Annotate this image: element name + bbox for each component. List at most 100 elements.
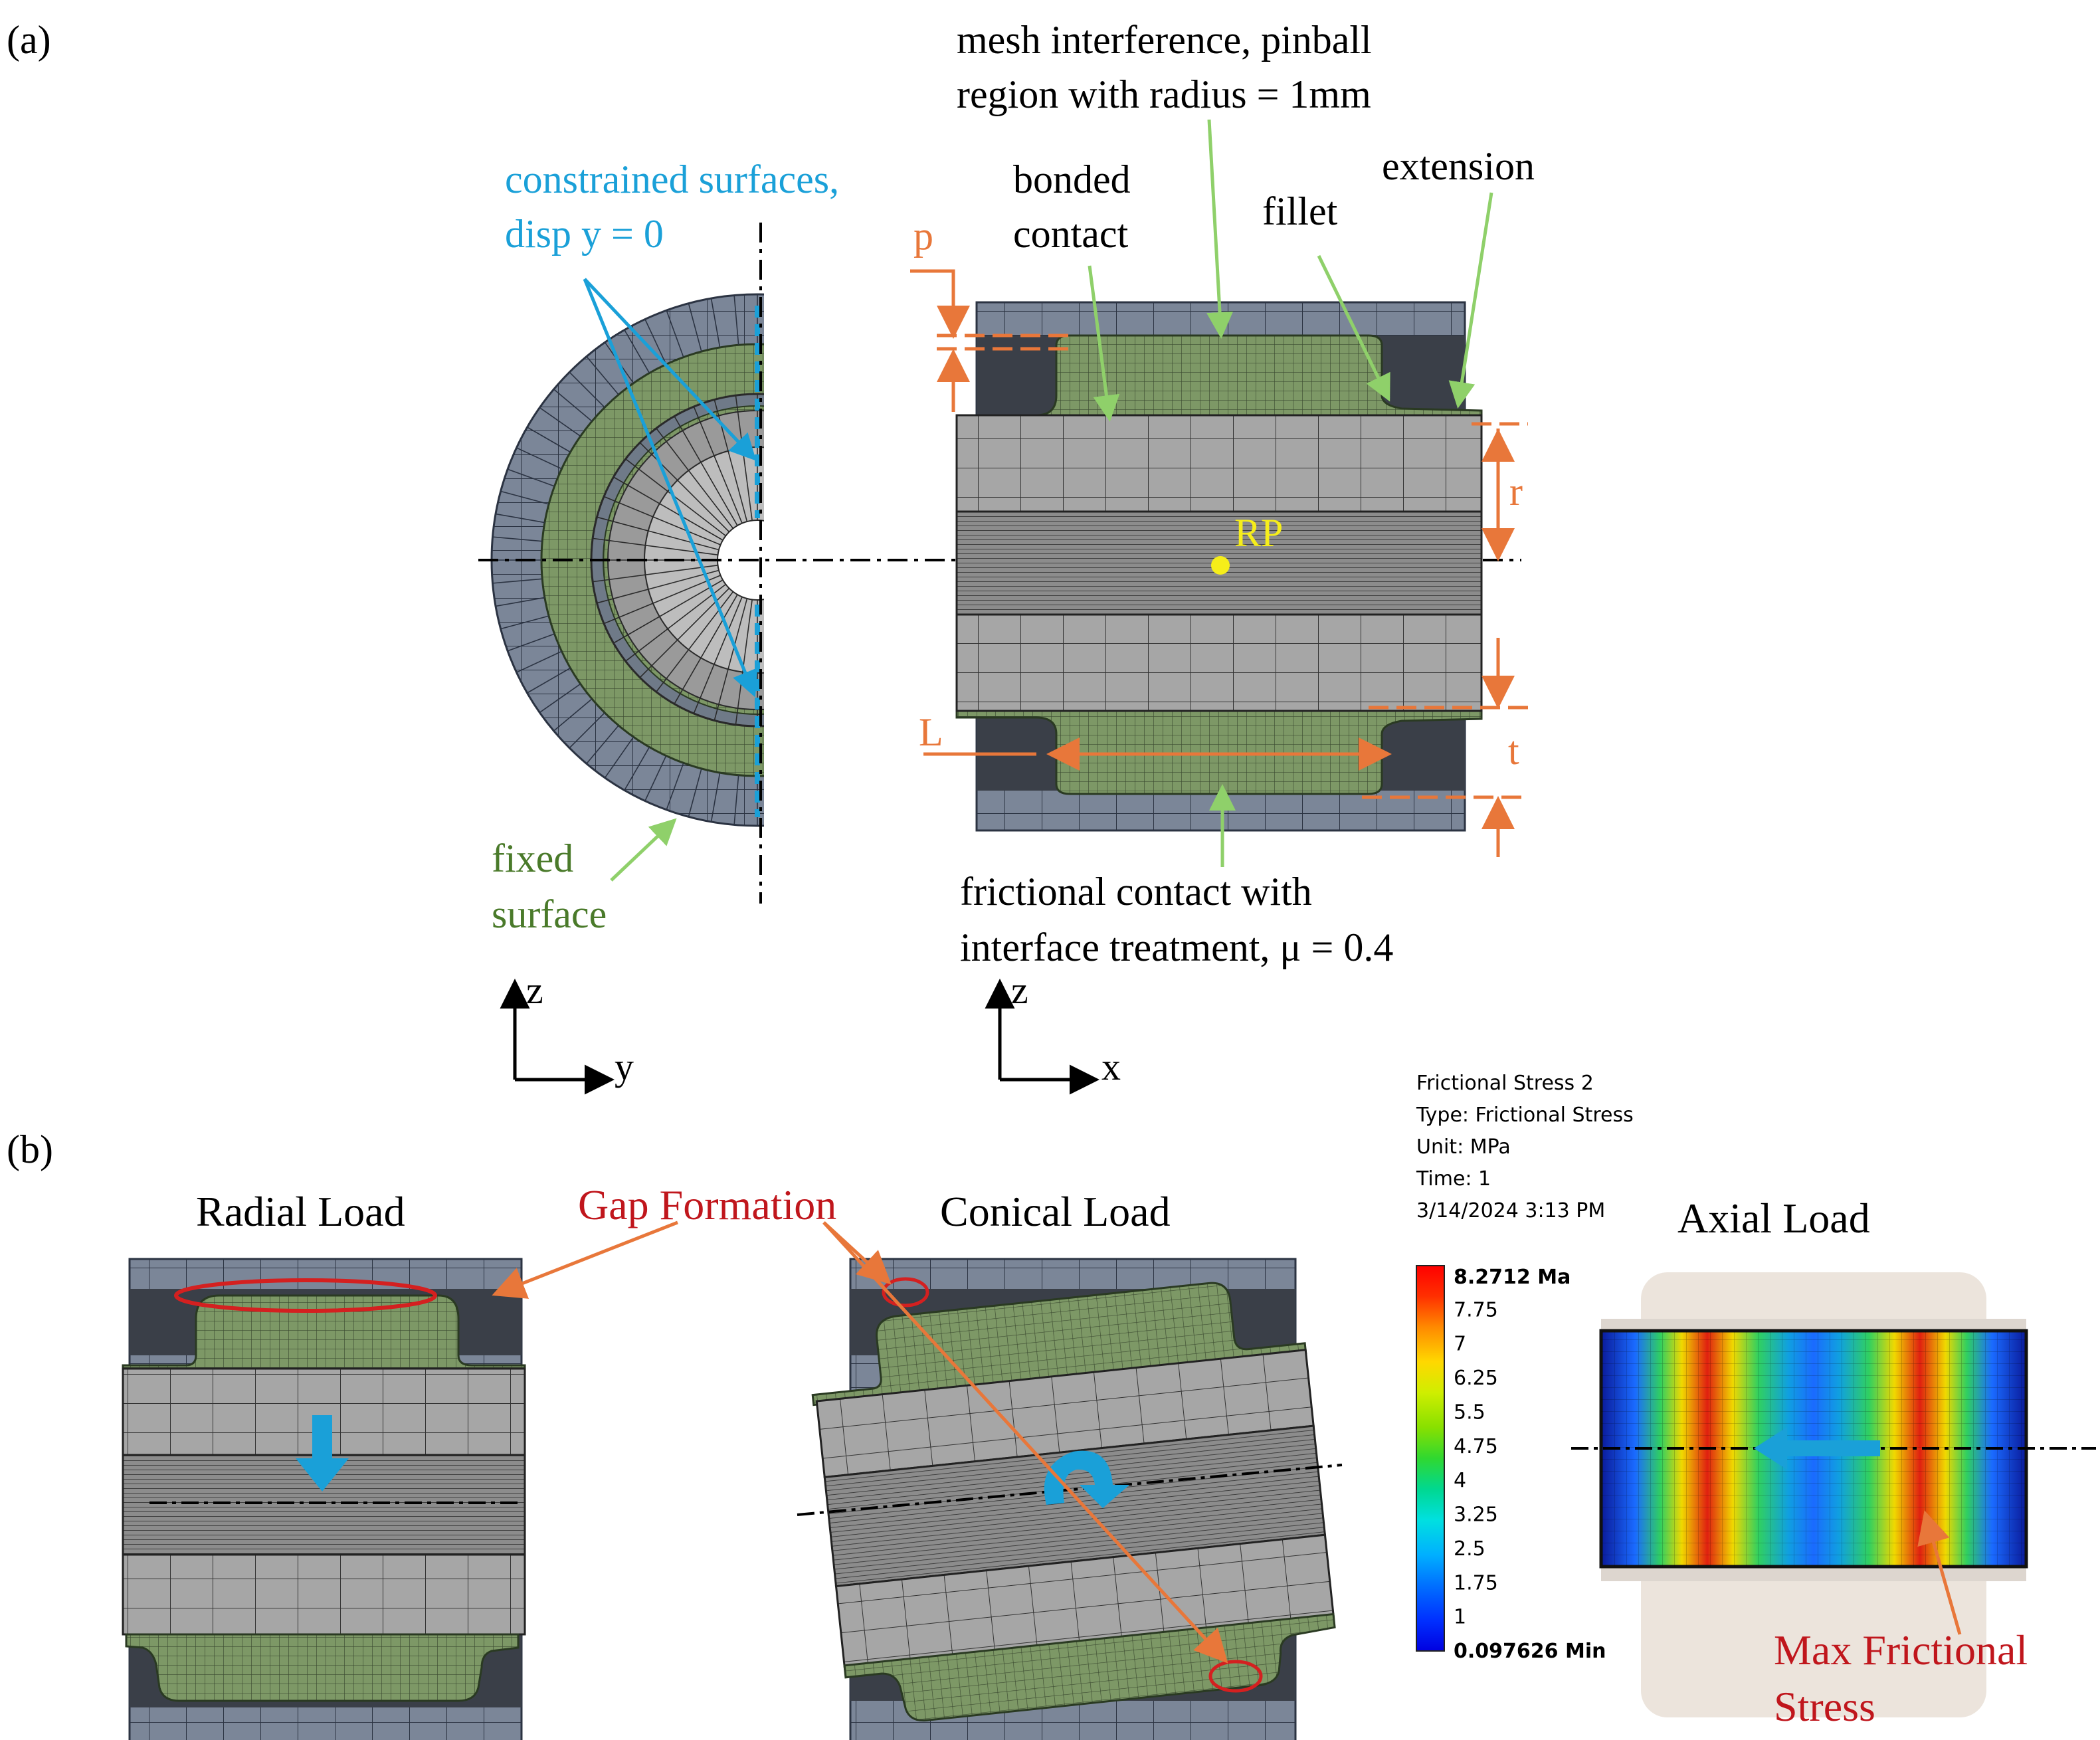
mesh-radial-line xyxy=(666,310,684,357)
legend-tick-label: 1 xyxy=(1454,1606,1466,1629)
axial-load-arrow-icon xyxy=(1754,1427,1880,1470)
mesh-radial-line xyxy=(569,371,605,408)
legend-tick-label: 5.5 xyxy=(1454,1401,1485,1424)
mesh-radial-line xyxy=(603,575,721,625)
frictional-contact-label-2: interface treatment, μ = 0.4 xyxy=(960,925,1393,969)
axis-right-horizontal-label: x xyxy=(1101,1045,1121,1088)
axial-load-title: Axial Load xyxy=(1677,1195,1870,1242)
radial-load-mesh xyxy=(122,1258,526,1740)
legend-tick-label: 4 xyxy=(1454,1469,1466,1492)
mesh-radial-line xyxy=(539,683,581,714)
legend-type: Type: Frictional Stress xyxy=(1416,1104,1634,1127)
legend-tick-label: 7 xyxy=(1454,1333,1466,1356)
mesh-radial-line xyxy=(688,303,702,352)
max-stress-label-2: Stress xyxy=(1774,1683,1875,1730)
legend-tick-label: 7.75 xyxy=(1454,1298,1498,1321)
legend-color-bar xyxy=(1416,1265,1445,1652)
gap-arrows-conical xyxy=(822,1221,1228,1664)
mesh-radial-line xyxy=(674,594,738,704)
mesh-radial-line xyxy=(516,447,562,470)
legend-unit: Unit: MPa xyxy=(1416,1135,1511,1159)
mesh-radial-line xyxy=(500,490,549,505)
mesh-radial-line xyxy=(553,389,593,422)
mesh-radial-line xyxy=(639,587,730,678)
dimension-p-label: p xyxy=(913,214,933,258)
mesh-radial-line xyxy=(603,496,721,545)
dimension-markers xyxy=(910,269,1528,857)
mesh-radial-line xyxy=(539,407,581,437)
mesh-radial-line xyxy=(644,319,667,365)
mesh-radial-line xyxy=(693,406,743,524)
dimension-t-label: t xyxy=(1508,729,1519,773)
radial-load-title: Radial Load xyxy=(196,1188,405,1235)
mesh-radial-line xyxy=(688,768,702,817)
gap-arrow-radial xyxy=(492,1220,678,1299)
mesh-radial-line xyxy=(604,736,634,779)
conical-load-title: Conical Load xyxy=(940,1188,1171,1235)
legend-tick-label: 3.25 xyxy=(1454,1503,1498,1527)
dimension-r-label: r xyxy=(1509,470,1523,514)
panel-b-label: (b) xyxy=(7,1127,53,1171)
mesh-radial-line xyxy=(666,763,684,811)
legend-min: 0.097626 Min xyxy=(1454,1640,1606,1663)
mesh-radial-line xyxy=(710,772,721,822)
mesh-radial-line xyxy=(625,458,726,537)
radial-gap-ellipse xyxy=(174,1278,437,1313)
mesh-radial-line xyxy=(597,516,719,551)
mesh-radial-line xyxy=(507,468,555,487)
legend-time: Time: 1 xyxy=(1416,1167,1491,1191)
annotation-arrows-green xyxy=(610,119,1493,882)
legend-tick-label: 6.25 xyxy=(1454,1367,1498,1390)
mesh-radial-line xyxy=(492,536,543,542)
mesh-interference-label-2: region with radius = 1mm xyxy=(957,72,1371,116)
fixed-surface-label-1: fixed xyxy=(492,836,573,880)
bonded-contact-label-2: contact xyxy=(1013,212,1129,256)
conical-gap-ellipse-bottom xyxy=(1208,1660,1263,1693)
legend-date: 3/14/2024 3:13 PM xyxy=(1416,1199,1605,1222)
axes-right xyxy=(985,979,1099,1095)
mesh-radial-line xyxy=(733,295,739,345)
mesh-radial-line xyxy=(624,330,650,373)
panel-a-annotations: constrained surfaces, disp y = 0 mesh in… xyxy=(492,18,1535,969)
legend-tick-label: 4.75 xyxy=(1454,1435,1498,1458)
mesh-radial-line xyxy=(495,597,545,607)
mesh-radial-line xyxy=(639,442,730,533)
mesh-radial-line xyxy=(527,667,571,694)
radial-load-arrow-icon xyxy=(296,1415,349,1492)
reference-point-label: RP xyxy=(1234,511,1283,555)
mesh-radial-line xyxy=(597,569,719,604)
frictional-contact-label-1: frictional contact with xyxy=(960,870,1312,914)
mesh-radial-line xyxy=(625,583,726,662)
mesh-radial-line xyxy=(714,598,748,721)
mesh-radial-line xyxy=(710,298,721,348)
reference-point-dot xyxy=(1211,556,1230,575)
mesh-radial-line xyxy=(553,698,593,731)
gap-formation-label: Gap Formation xyxy=(578,1181,836,1228)
mesh-radial-line xyxy=(492,578,543,584)
constrained-label-1: constrained surfaces, xyxy=(505,157,839,201)
conical-load-mesh xyxy=(811,1258,1336,1740)
mesh-radial-line xyxy=(613,579,723,644)
mesh-radial-line xyxy=(644,755,667,801)
max-stress-label-1: Max Frictional xyxy=(1774,1626,2028,1674)
stress-legend: Frictional Stress 2 Type: Frictional Str… xyxy=(1416,1072,1634,1663)
mesh-radial-line xyxy=(656,428,734,529)
dimension-L-label: L xyxy=(919,710,943,754)
conical-centerline xyxy=(797,1464,1343,1516)
mesh-radial-line xyxy=(674,416,738,526)
mesh-radial-line xyxy=(624,747,650,791)
extension-label: extension xyxy=(1382,144,1535,188)
mesh-radial-line xyxy=(733,775,739,825)
mesh-radial-line xyxy=(516,650,562,673)
mesh-radial-line xyxy=(613,476,723,541)
bonded-contact-label-1: bonded xyxy=(1013,157,1131,201)
mesh-radial-line xyxy=(593,565,718,583)
legend-max: 8.2712 Ma xyxy=(1454,1266,1571,1289)
legend-tick-label: 1.75 xyxy=(1454,1571,1498,1595)
mesh-radial-line xyxy=(586,725,619,764)
legend-title: Frictional Stress 2 xyxy=(1416,1072,1594,1095)
mesh-radial-line xyxy=(586,356,619,395)
mesh-radial-line xyxy=(507,633,555,652)
